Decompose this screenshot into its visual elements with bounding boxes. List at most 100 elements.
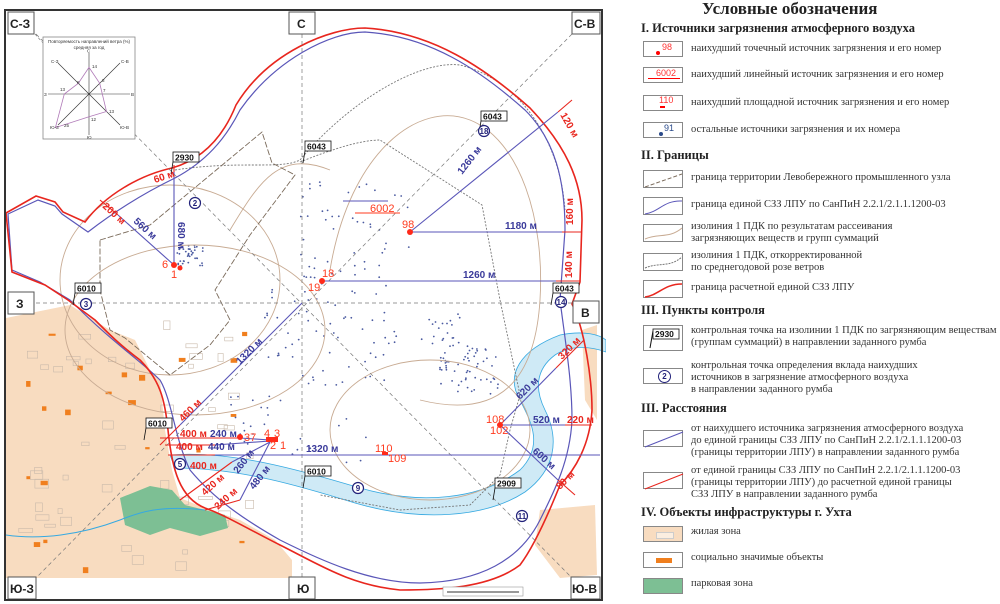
source-dot xyxy=(493,378,496,381)
source-dot xyxy=(440,382,442,385)
source-dot xyxy=(322,369,324,372)
residential-swatch xyxy=(643,526,683,542)
source-dot xyxy=(329,322,332,325)
svg-text:1: 1 xyxy=(171,269,177,281)
svg-text:13: 13 xyxy=(109,109,115,114)
source-dot xyxy=(192,251,194,254)
source-dot xyxy=(457,390,459,393)
source-dot xyxy=(466,386,469,389)
map-frame xyxy=(4,9,603,601)
source-dot xyxy=(441,322,444,325)
source-dot xyxy=(482,360,485,363)
source-dot xyxy=(369,226,372,228)
direction-se: Ю-В xyxy=(570,576,601,600)
worst-area-swatch: 110 xyxy=(643,95,683,111)
building xyxy=(44,523,56,528)
svg-text:18: 18 xyxy=(322,268,334,280)
svg-text:680 м: 680 м xyxy=(175,222,186,249)
source-dot xyxy=(276,316,279,319)
source-dot xyxy=(193,249,196,252)
source-dot xyxy=(464,378,467,381)
source-dot xyxy=(441,339,444,341)
source-dot xyxy=(394,194,396,197)
building xyxy=(57,508,63,515)
szz-boundary-swatch xyxy=(643,197,683,215)
svg-text:12: 12 xyxy=(91,117,97,122)
source-dot xyxy=(287,332,289,334)
svg-text:Ю-В: Ю-В xyxy=(572,582,597,596)
source-dot xyxy=(353,292,356,294)
source-dot xyxy=(496,387,499,389)
source-dot xyxy=(324,384,327,386)
source-dot xyxy=(187,252,190,255)
source-dot xyxy=(302,195,304,198)
source-dot xyxy=(457,384,460,387)
source-dot xyxy=(468,359,470,362)
svg-text:6010: 6010 xyxy=(148,419,167,429)
source-dot xyxy=(449,319,452,322)
source-dot xyxy=(230,403,233,406)
source-dot xyxy=(400,195,403,197)
direction-nw: С-З xyxy=(7,11,35,35)
social-object xyxy=(230,414,237,417)
source-dot xyxy=(312,379,315,381)
source-dot xyxy=(277,352,280,355)
source-dot xyxy=(307,382,310,385)
source-dot xyxy=(305,310,308,313)
svg-text:8: 8 xyxy=(77,80,80,85)
source-dot xyxy=(466,369,469,372)
svg-text:5: 5 xyxy=(178,460,183,469)
source-dot xyxy=(179,260,182,262)
svg-text:11: 11 xyxy=(518,512,527,521)
source-dot xyxy=(194,257,197,260)
source-dot xyxy=(365,183,368,186)
svg-text:З: З xyxy=(44,92,47,97)
source-dot xyxy=(291,356,294,358)
source-dot xyxy=(434,321,437,323)
worst-line-swatch: 6002 xyxy=(643,67,683,83)
social-object xyxy=(230,358,238,363)
source-dot xyxy=(188,255,191,258)
source-dot xyxy=(266,314,269,317)
building xyxy=(160,404,174,412)
source-dot xyxy=(331,215,334,218)
source-dot xyxy=(353,252,356,254)
source-dot xyxy=(326,209,329,212)
social-object xyxy=(65,409,71,416)
source-dot xyxy=(271,288,274,291)
source-dot xyxy=(308,183,311,185)
source-dot xyxy=(457,313,459,315)
source-dot xyxy=(260,406,263,409)
source-dot xyxy=(297,312,300,315)
source-dot xyxy=(363,268,366,270)
control-flag: 6010 xyxy=(143,417,173,441)
source-dot xyxy=(385,284,387,287)
source-dot xyxy=(491,365,493,367)
svg-text:С-З: С-З xyxy=(51,59,59,64)
building xyxy=(102,420,114,430)
direction-n: С xyxy=(288,11,316,35)
svg-text:3: 3 xyxy=(84,300,89,309)
source-dot xyxy=(473,355,476,358)
industrial-boundary-swatch xyxy=(643,170,683,188)
svg-text:В: В xyxy=(581,306,590,320)
legend-heading-sources: I. Источники загрязнения атмосферного во… xyxy=(641,21,916,35)
svg-text:6010: 6010 xyxy=(307,467,326,477)
source-dot xyxy=(314,257,316,259)
source-dot xyxy=(374,356,377,359)
building xyxy=(163,320,171,330)
source-dot xyxy=(182,260,185,262)
source-dot xyxy=(297,338,300,341)
source-dot xyxy=(315,330,318,332)
source-dot xyxy=(263,423,266,426)
source-dot xyxy=(237,395,239,398)
source-dot xyxy=(365,436,367,439)
svg-text:37: 37 xyxy=(244,432,256,444)
source-dot xyxy=(338,424,340,427)
building xyxy=(108,356,117,363)
svg-text:108: 108 xyxy=(486,414,504,426)
source-dot xyxy=(467,357,469,359)
source-dot xyxy=(383,319,385,322)
source-dot xyxy=(313,267,316,270)
